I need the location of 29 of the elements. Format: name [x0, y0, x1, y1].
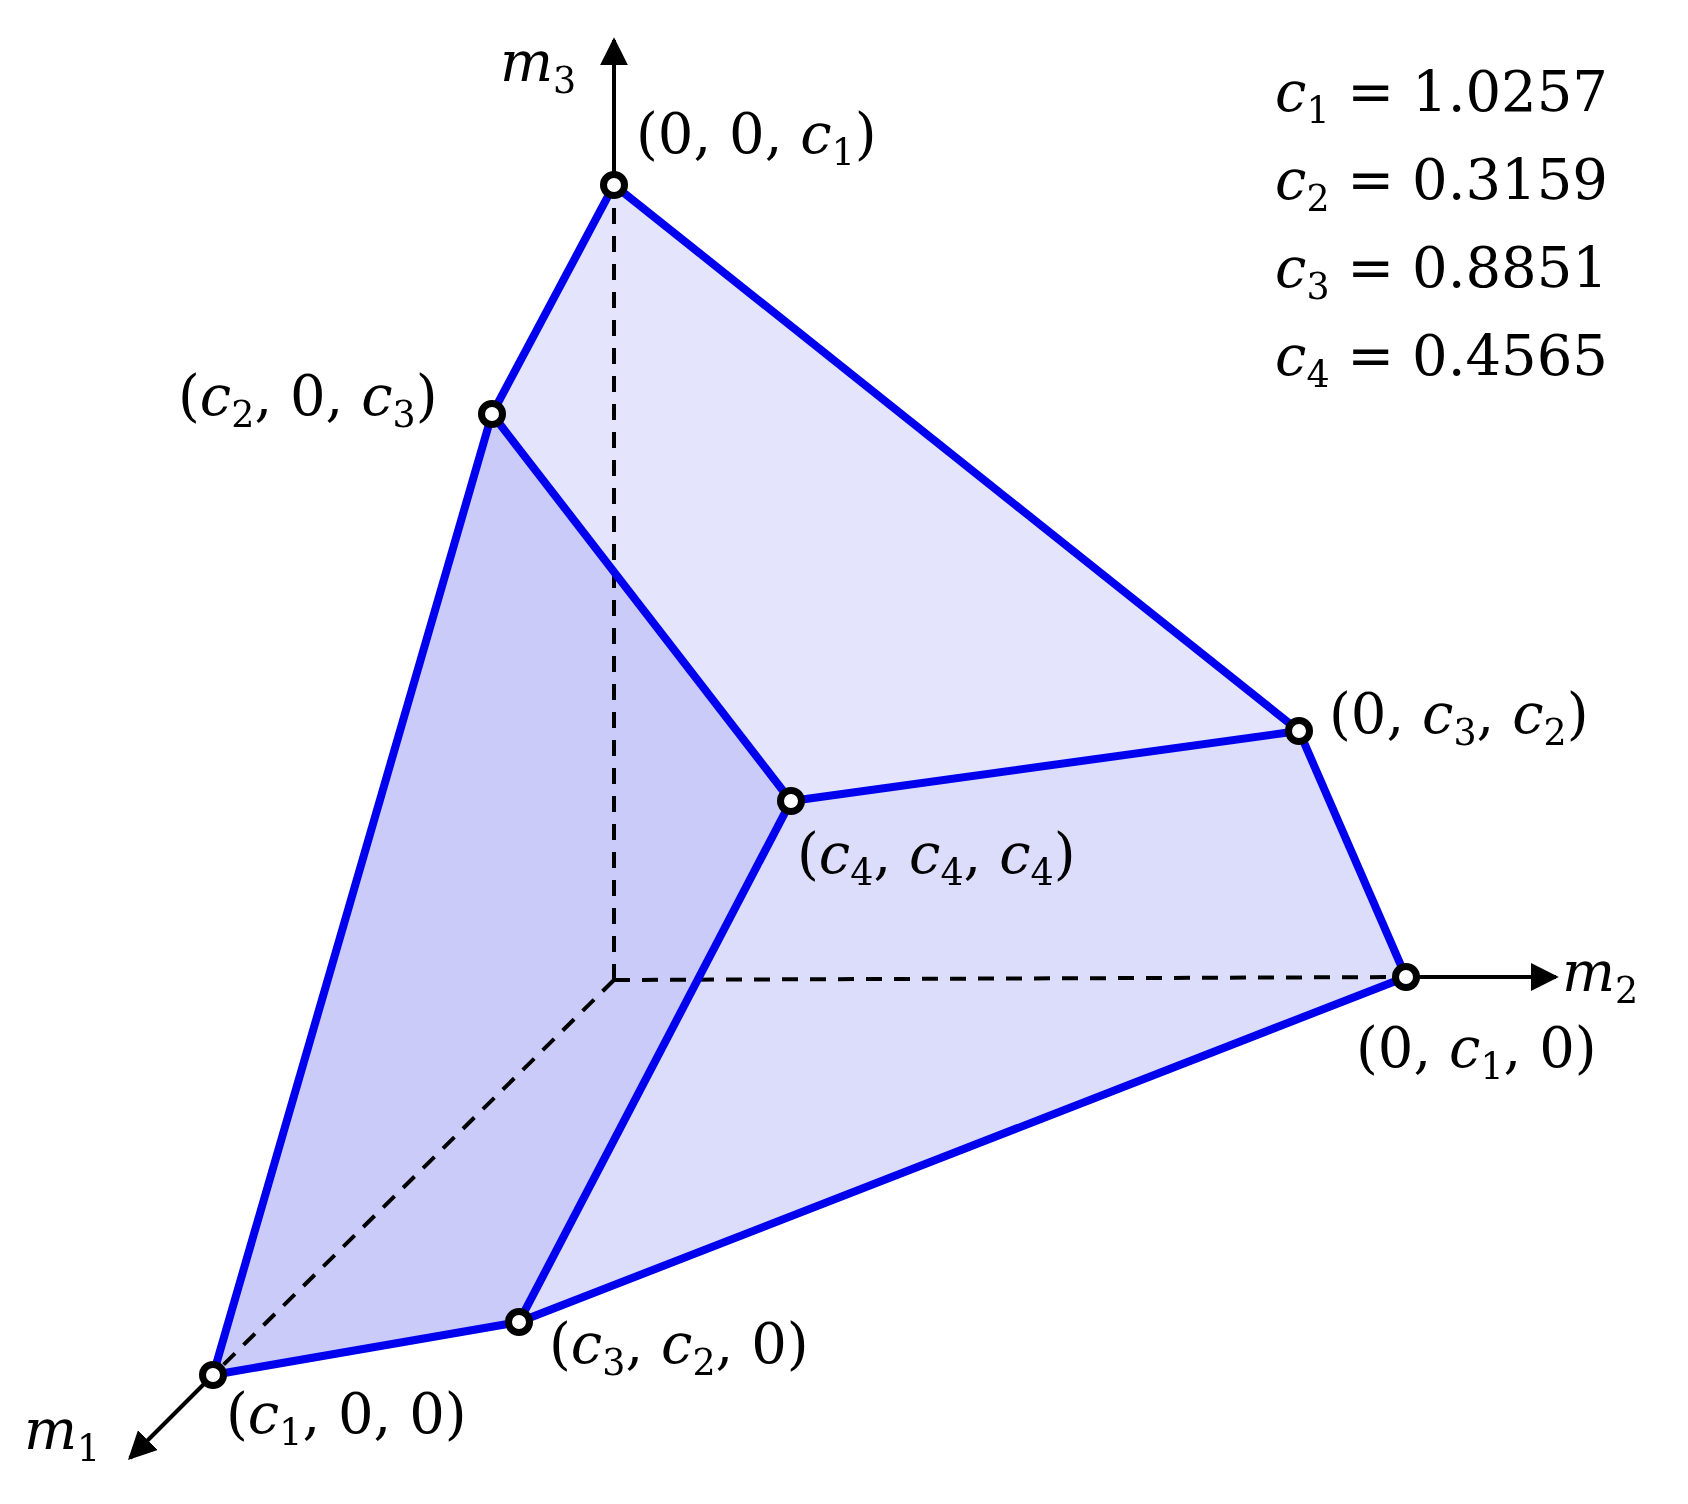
polytope-edge	[496, 421, 787, 794]
axis-label: m$_{2}$	[1562, 938, 1639, 1013]
coordinate-label: (c$_{2}$, 0, c$_{3}$)	[178, 362, 438, 437]
coordinate-label: (c$_{1}$, 0, 0)	[226, 1380, 467, 1455]
polytope-edge	[225, 1320, 507, 1377]
vertex-dot	[1392, 963, 1420, 991]
constant-value: c$_{3}$ = 0.8851	[1275, 234, 1608, 309]
constant-value: c$_{4}$ = 0.4565	[1275, 322, 1608, 397]
vertex-dot	[478, 400, 506, 428]
polytope-edge	[212, 425, 493, 1364]
constant-value: c$_{2}$ = 0.3159	[1275, 146, 1608, 221]
coordinate-label: (0, c$_{3}$, c$_{2}$)	[1329, 680, 1589, 755]
polytope-edge	[529, 978, 1396, 1321]
vertex-dot	[600, 171, 628, 199]
polytope-edge	[803, 728, 1287, 804]
vertex-dot	[505, 1308, 533, 1336]
constant-value: c$_{1}$ = 1.0257	[1275, 58, 1608, 133]
vertex-dot	[1285, 717, 1313, 745]
vertex-dot	[199, 1361, 227, 1389]
polytope-edge	[1300, 741, 1405, 967]
axis-label: m$_{1}$	[24, 1396, 101, 1471]
coordinate-label: (c$_{4}$, c$_{4}$, c$_{4}$)	[797, 820, 1076, 895]
polytope-edge	[494, 194, 612, 405]
polytope-edge	[621, 189, 1292, 727]
coordinate-label: (c$_{3}$, c$_{2}$, 0)	[549, 1310, 809, 1385]
axis-label: m$_{3}$	[500, 28, 577, 103]
coordinate-label: (0, c$_{1}$, 0)	[1356, 1014, 1597, 1089]
coordinate-label: (0, 0, c$_{1}$)	[636, 100, 877, 175]
polytope-edge	[521, 810, 789, 1313]
